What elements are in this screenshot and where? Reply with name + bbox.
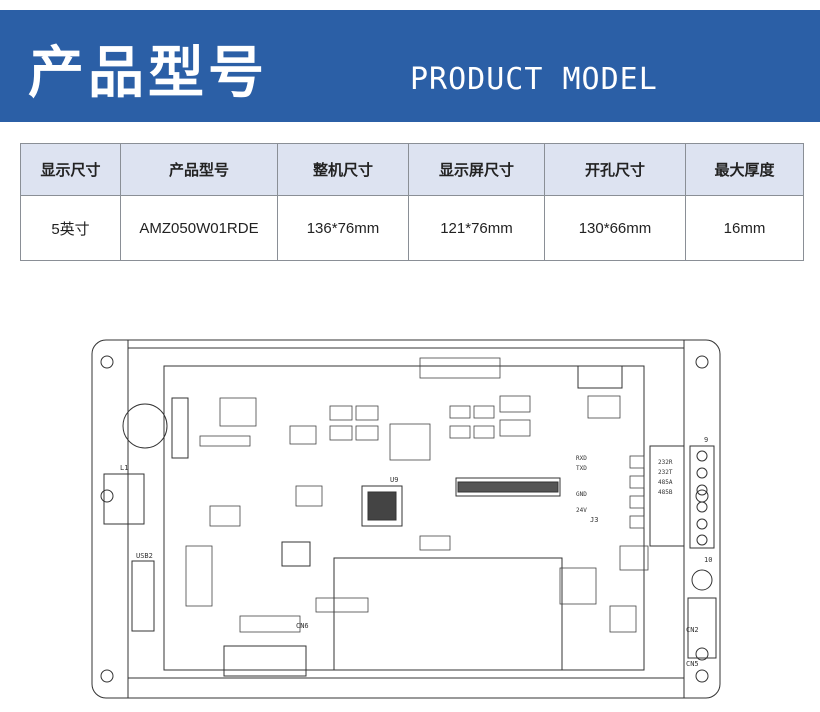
header-max-thickness: 最大厚度 [685, 143, 804, 196]
chip-small [281, 541, 311, 567]
header-model: 产品型号 [120, 143, 278, 196]
page-title: 产品型号 [28, 41, 268, 106]
mount-hole [100, 669, 114, 683]
label-cn6: CN6 [296, 622, 309, 630]
cell-model: AMZ050W01RDE [120, 195, 278, 261]
inductor-l1 [103, 473, 145, 525]
inner-frame [163, 365, 645, 671]
label-cn2: CN2 [686, 626, 699, 634]
board-outline [91, 339, 721, 699]
label-24v: 24V [576, 507, 587, 514]
terminal-block [689, 445, 715, 549]
mount-hole [695, 355, 709, 369]
label-j3: J3 [590, 516, 598, 524]
label-usb: USB2 [136, 552, 153, 560]
header-display-size: 显示尺寸 [20, 143, 121, 196]
label-pin9: 9 [704, 436, 708, 444]
usb-connector [131, 560, 155, 632]
label-232r: 232R [658, 459, 673, 466]
header-overall-size: 整机尺寸 [277, 143, 409, 196]
header-screen-size: 显示屏尺寸 [408, 143, 545, 196]
fpc-connector [455, 477, 561, 497]
cell-max-thickness: 16mm [685, 195, 804, 261]
label-gnd: GND [576, 491, 587, 498]
screen-window [333, 557, 563, 671]
spec-table: 显示尺寸 产品型号 整机尺寸 显示屏尺寸 开孔尺寸 最大厚度 5英寸 AMZ05… [20, 143, 804, 261]
label-u9: U9 [390, 476, 398, 484]
cell-cutout-size: 130*66mm [544, 195, 686, 261]
battery-holder [122, 403, 168, 449]
table-row: 5英寸 AMZ050W01RDE 136*76mm 121*76mm 130*6… [20, 195, 804, 261]
label-232t: 232T [658, 469, 673, 476]
cell-overall-size: 136*76mm [277, 195, 409, 261]
label-485b: 485B [658, 489, 673, 496]
pcb-drawing: L1 USB2 U9 CN6 9 10 CN2 CN5 J3 RXD TXD G… [91, 339, 721, 699]
label-txd: TXD [576, 465, 587, 472]
header-cutout-size: 开孔尺寸 [544, 143, 686, 196]
label-l1: L1 [120, 464, 128, 472]
mount-hole [695, 669, 709, 683]
connector-cn6 [223, 645, 307, 677]
label-rxd: RXD [576, 455, 587, 462]
table-header-row: 显示尺寸 产品型号 整机尺寸 显示屏尺寸 开孔尺寸 最大厚度 [20, 143, 804, 196]
cell-display-size: 5英寸 [20, 195, 121, 261]
label-cn5: CN5 [686, 660, 699, 668]
mount-hole [100, 355, 114, 369]
cell-screen-size: 121*76mm [408, 195, 545, 261]
label-485a: 485A [658, 479, 673, 486]
label-pin10: 10 [704, 556, 712, 564]
page-subtitle: PRODUCT MODEL [410, 62, 658, 97]
header-banner: 产品型号 PRODUCT MODEL [0, 10, 820, 122]
